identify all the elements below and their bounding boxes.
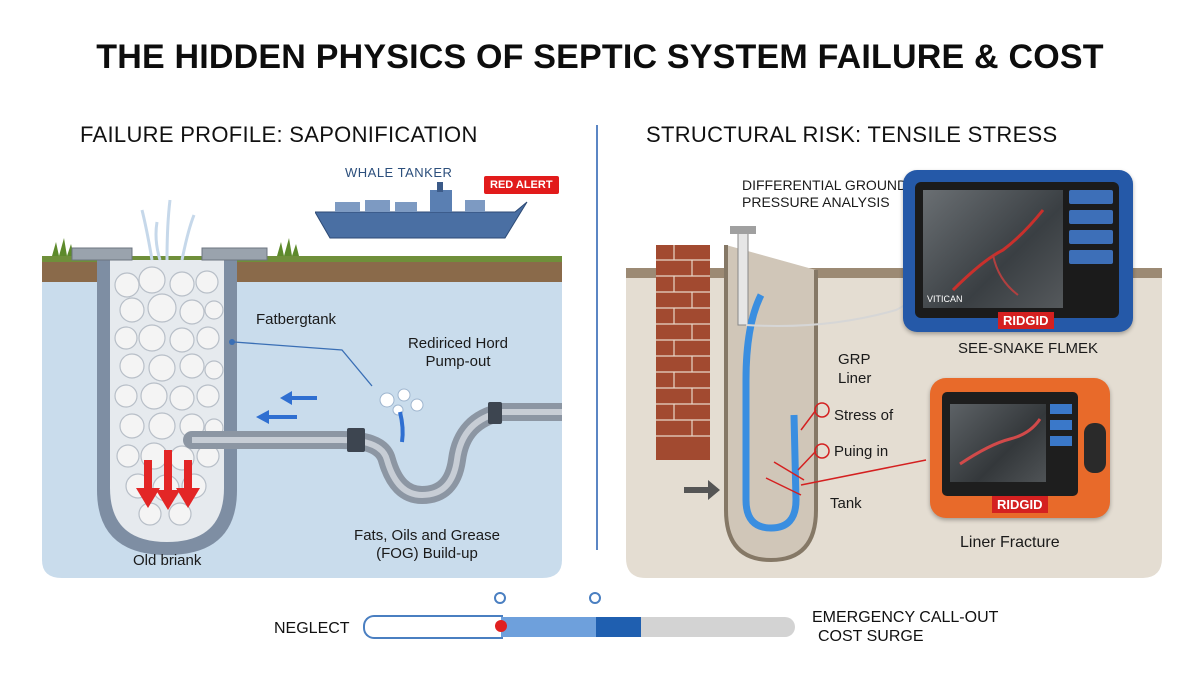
crack-view <box>951 209 1045 296</box>
device2-brand: RIDGID <box>992 496 1048 513</box>
grp-label-line1: GRP <box>838 351 871 368</box>
pumpout-label-line2: Pump-out <box>425 353 491 370</box>
vertical-pipe <box>737 229 749 326</box>
pressure-arrow <box>684 480 720 500</box>
device1-caption: SEE-SNAKE FLMEK <box>958 340 1099 357</box>
scale-emergency-segment <box>641 617 795 637</box>
page-title: THE HIDDEN PHYSICS OF SEPTIC SYSTEM FAIL… <box>96 38 1104 76</box>
fracture-view <box>959 418 1042 466</box>
monitor-bezel: VITICAN <box>915 182 1119 318</box>
pressure-analysis-line1: DIFFERENTIAL GROUND <box>742 177 908 193</box>
tank-lid-right <box>201 247 268 261</box>
cost-scale-bar <box>363 615 795 639</box>
tanker-label: WHALE TANKER <box>345 165 453 180</box>
fatberg-mass <box>114 266 224 526</box>
scale-right-line1: EMERGENCY CALL-OUT <box>812 609 999 626</box>
menu-button[interactable] <box>1069 230 1113 244</box>
right-panel-heading: STRUCTURAL RISK: TENSILE STRESS <box>646 122 1058 147</box>
saponification-illustration <box>42 199 562 578</box>
pumpout-label: Rediriced Hord Pump-out <box>388 335 528 371</box>
flow-arrows <box>256 391 317 424</box>
ship-container <box>465 200 485 212</box>
scale-right-line2: COST SURGE <box>818 628 924 645</box>
menu-button[interactable] <box>1069 250 1113 264</box>
fatberg-label: Fatbergtank <box>256 311 337 328</box>
outlet-pipe-highlight <box>192 409 562 499</box>
grass-tuft <box>52 238 74 256</box>
fog-label-line1: Fats, Oils and Grease <box>354 527 500 544</box>
grass-strip <box>42 256 562 262</box>
ship-bridge <box>430 190 452 212</box>
brick-wall <box>656 245 710 460</box>
tensile-stress-illustration <box>626 226 1162 578</box>
pumpout-label-line1: Rediriced Hord <box>407 335 509 352</box>
fracture-callout-line <box>800 459 927 486</box>
pressure-analysis-label: DIFFERENTIAL GROUND PRESSURE ANALYSIS <box>742 177 907 211</box>
fog-label: Fats, Oils and Grease (FOG) Build-up <box>332 527 522 563</box>
device1-brand: RIDGID <box>998 312 1054 329</box>
grp-liner-label: GRP Liner <box>838 350 871 388</box>
grp-liner <box>742 293 800 532</box>
scale-current-marker <box>495 620 507 632</box>
device2-caption: Liner Fracture <box>960 534 1060 551</box>
callout-dot <box>229 339 235 345</box>
menu-button[interactable] <box>1069 210 1113 224</box>
menu-button[interactable] <box>1050 436 1072 446</box>
monitor-screen-text: VITICAN <box>927 294 963 304</box>
scale-left-label: NEGLECT <box>274 620 350 637</box>
menu-button[interactable] <box>1050 404 1072 414</box>
scale-right-label: EMERGENCY CALL-OUT COST SURGE <box>812 608 998 646</box>
pipe-coupling <box>488 402 502 424</box>
panel-divider <box>596 125 598 550</box>
monitor2-bezel <box>942 392 1078 496</box>
overflow-spray <box>140 199 196 261</box>
tank-label: Tank <box>830 495 862 512</box>
stress-markers <box>765 402 830 496</box>
scale-high-segment <box>596 617 641 637</box>
grass-tuft <box>277 238 299 256</box>
pipe-coupling <box>347 428 365 452</box>
tanker-ship <box>315 182 528 239</box>
downward-pressure-arrows <box>136 450 200 510</box>
camera-feed: VITICAN <box>923 190 1063 308</box>
monitor2-side-buttons <box>1050 404 1072 482</box>
left-panel-heading: FAILURE PROFILE: SAPONIFICATION <box>80 122 478 147</box>
inspection-monitor-blue: VITICAN RIDGID <box>903 170 1133 332</box>
scale-mid-segment <box>501 617 596 637</box>
pipe-cap <box>730 226 756 234</box>
ship-mast <box>437 182 443 192</box>
ship-container <box>395 202 417 212</box>
camera2-feed <box>950 404 1046 482</box>
red-alert-badge: RED ALERT <box>484 176 559 194</box>
monitor-side-buttons <box>1069 190 1113 308</box>
fatberg-callout-line <box>233 341 373 387</box>
brick-mortar <box>656 245 710 437</box>
drip <box>398 411 405 443</box>
menu-button[interactable] <box>1050 420 1072 430</box>
tank-lid-left <box>71 247 133 261</box>
ground-surface <box>626 268 1162 278</box>
ship-container <box>335 202 360 212</box>
dpad[interactable] <box>1084 423 1106 473</box>
scale-neglect-segment <box>363 615 503 639</box>
fog-label-line2: (FOG) Build-up <box>376 545 478 562</box>
menu-button[interactable] <box>1069 190 1113 204</box>
ship-container <box>365 200 390 212</box>
puing-label: Puing in <box>834 443 889 460</box>
pressure-analysis-line2: PRESSURE ANALYSIS <box>742 194 890 210</box>
inspection-monitor-orange: RIDGID <box>930 378 1110 518</box>
stress-label: Stress of <box>834 407 894 424</box>
tank-interior <box>110 260 224 542</box>
old-tank-label: Old briank <box>133 552 202 569</box>
scale-pin-marker <box>589 592 601 604</box>
scale-pin-marker <box>494 592 506 604</box>
grp-label-line2: Liner <box>838 370 872 387</box>
